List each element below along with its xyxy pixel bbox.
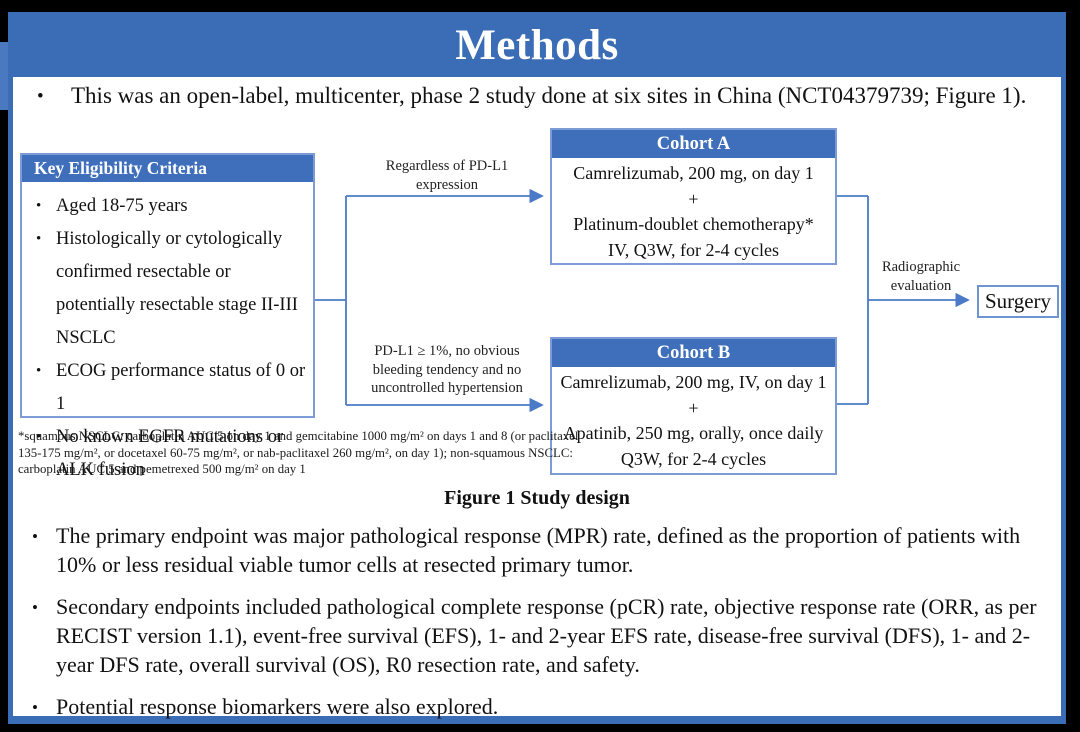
page-title: Methods	[455, 22, 619, 69]
intro-bullet: • This was an open-label, multicenter, p…	[37, 83, 1045, 109]
cohort-b-body: Camrelizumab, 200 mg, IV, on day 1 + Apa…	[560, 372, 827, 469]
eligibility-item: No known EGFR mutations or ALK fusion	[32, 421, 307, 487]
endpoints-list: The primary endpoint was major pathologi…	[20, 521, 1049, 732]
intro-bullet-text: This was an open-label, multicenter, pha…	[71, 83, 1027, 108]
eligibility-list: Aged 18-75 years Histologically or cytol…	[22, 182, 313, 487]
cohort-b-box: Cohort B Camrelizumab, 200 mg, IV, on da…	[550, 337, 837, 475]
bullet-dot: •	[37, 86, 44, 107]
endpoint-bullet-secondary: Secondary endpoints included pathologica…	[20, 592, 1049, 679]
eligibility-criteria-box: Key Eligibility Criteria Aged 18-75 year…	[20, 153, 315, 480]
page-title-bar: Methods	[10, 14, 1064, 77]
methods-slide: Methods • This was an open-label, multic…	[8, 12, 1066, 724]
cohort-a-box: Cohort A Camrelizumab, 200 mg, on day 1 …	[550, 128, 837, 265]
surgery-label: Surgery	[984, 289, 1052, 313]
endpoint-bullet-biomarkers: Potential response biomarkers were also …	[20, 692, 1049, 722]
endpoint-bullet-primary: The primary endpoint was major pathologi…	[20, 521, 1049, 579]
eligibility-item: ECOG performance status of 0 or 1	[32, 355, 307, 421]
eligibility-item: Histologically or cytologically confirme…	[32, 223, 307, 355]
cohort-a-header: Cohort A	[552, 130, 835, 158]
surgery-box: Surgery	[977, 285, 1059, 318]
left-edge-artifact	[0, 42, 8, 110]
chemotherapy-footnote: *squamous NSCLC: carboplatin AUC 5 on da…	[18, 429, 579, 476]
cohort-b-header: Cohort B	[552, 339, 835, 367]
eligibility-header: Key Eligibility Criteria	[22, 155, 313, 182]
radiographic-evaluation-label: Radiographic evaluation	[881, 259, 961, 294]
branch-label-top: Regardless of PD-L1 expression	[385, 158, 509, 193]
eligibility-item: Aged 18-75 years	[32, 190, 307, 223]
figure-caption: Figure 1 Study design	[444, 487, 630, 509]
branch-label-bottom: PD-L1 ≥ 1%, no obvious bleeding tendency…	[371, 343, 523, 396]
cohort-a-body: Camrelizumab, 200 mg, on day 1 + Platinu…	[573, 163, 814, 260]
